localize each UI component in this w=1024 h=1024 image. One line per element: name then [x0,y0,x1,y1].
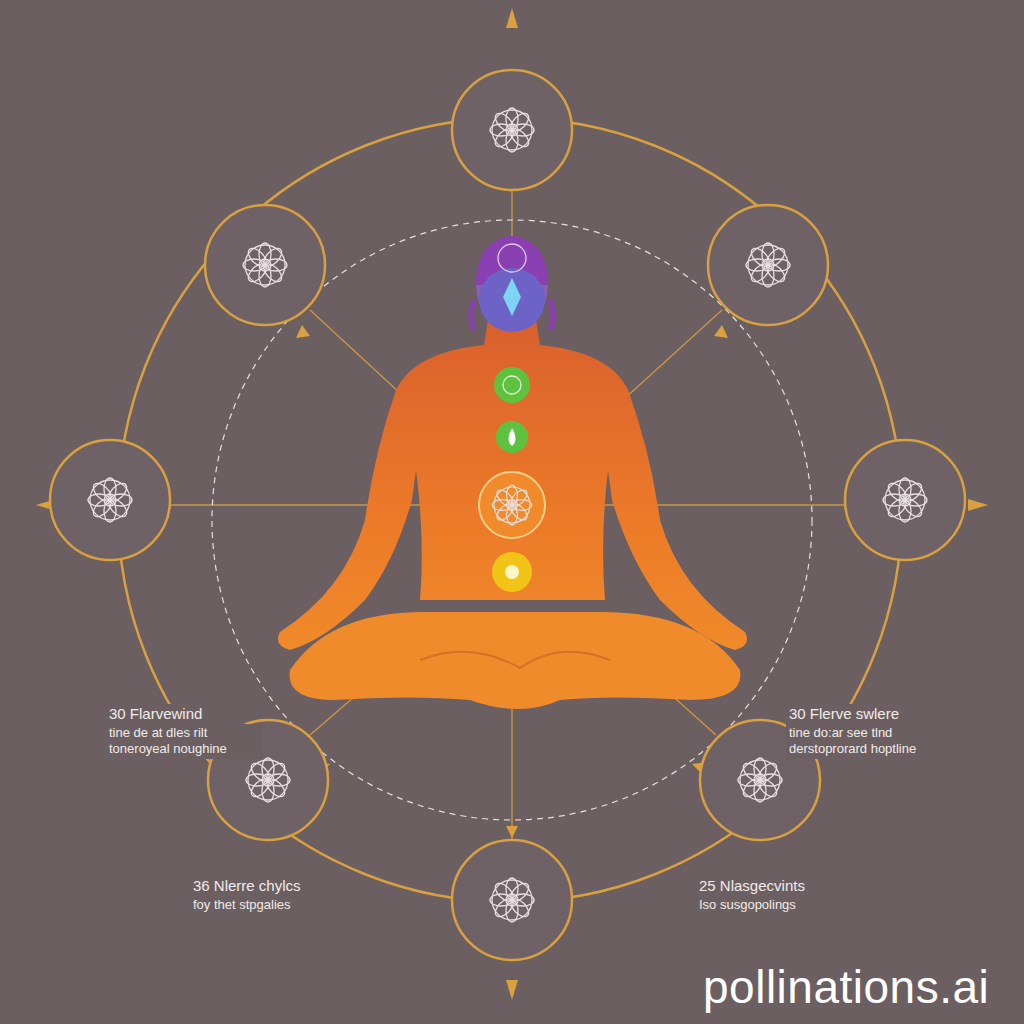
section-body: tine de at dles rilt toneroyeal noughine [106,724,262,759]
section-body: foy thet stpgalies [190,896,294,914]
arrow-tips [36,8,988,1000]
section-heading: 36 Nlerre chylcs [190,876,304,897]
meditating-figure [278,236,747,709]
section-body: tine do:ar see tlnd derstoprorard hoptli… [786,724,942,759]
section-body: Iso susgopolings [696,896,799,914]
section-heading: 25 Nlasgecvints [696,876,808,897]
watermark: pollinations.ai [700,958,992,1018]
symbol-circles [50,70,965,960]
outer-ring [118,118,902,902]
section-heading: 30 Flerve swlere [786,704,902,725]
section-heading: 30 Flarvewind [106,704,205,725]
